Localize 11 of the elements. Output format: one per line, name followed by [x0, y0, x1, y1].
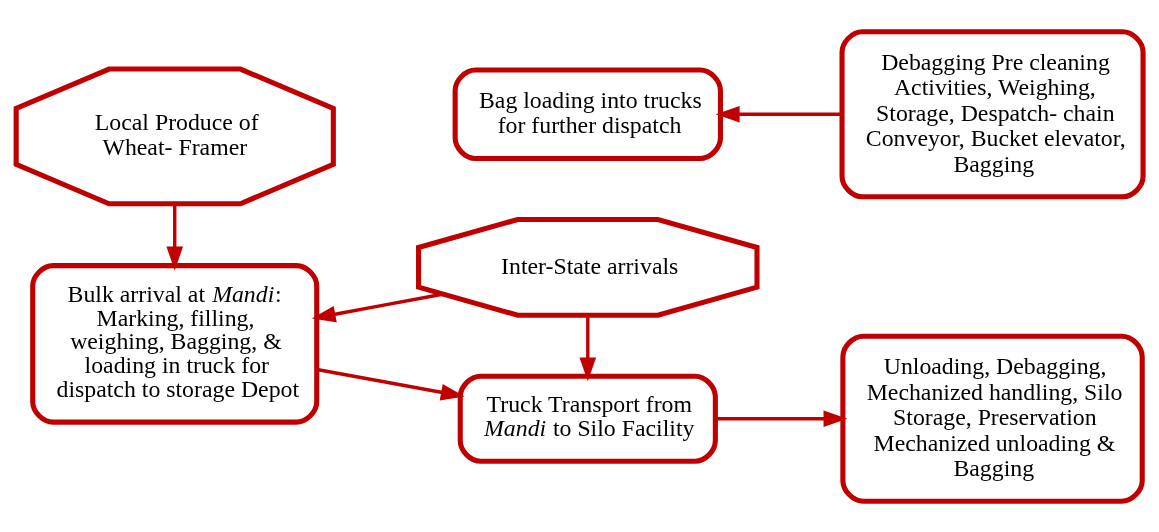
- node-box: Unloading, Debagging, Mechanized handling, Silo Storage, Preservation Mechanized unloading & Bagging: [840, 333, 1145, 504]
- arrow: [715, 409, 848, 427]
- arrow: [715, 105, 842, 123]
- node-box: Bulk arrival at Mandi: Marking, filling, weighing, Bagging, & loading in truck for dispatch to storage Depot: [30, 262, 320, 425]
- arrow: [579, 315, 597, 381]
- node-box: Debagging Pre cleaning Activities, Weighing, Storage, Despatch- chain Conveyor, Bucket elevator, Bagging: [839, 28, 1146, 199]
- arrow: [311, 292, 443, 322]
- arrow: [316, 367, 465, 400]
- node-box: Bag loading into trucks for further dispatch: [452, 67, 723, 161]
- arrow: [166, 203, 184, 270]
- node-box: Truck Transport from Mandi to Silo Facility: [457, 373, 718, 464]
